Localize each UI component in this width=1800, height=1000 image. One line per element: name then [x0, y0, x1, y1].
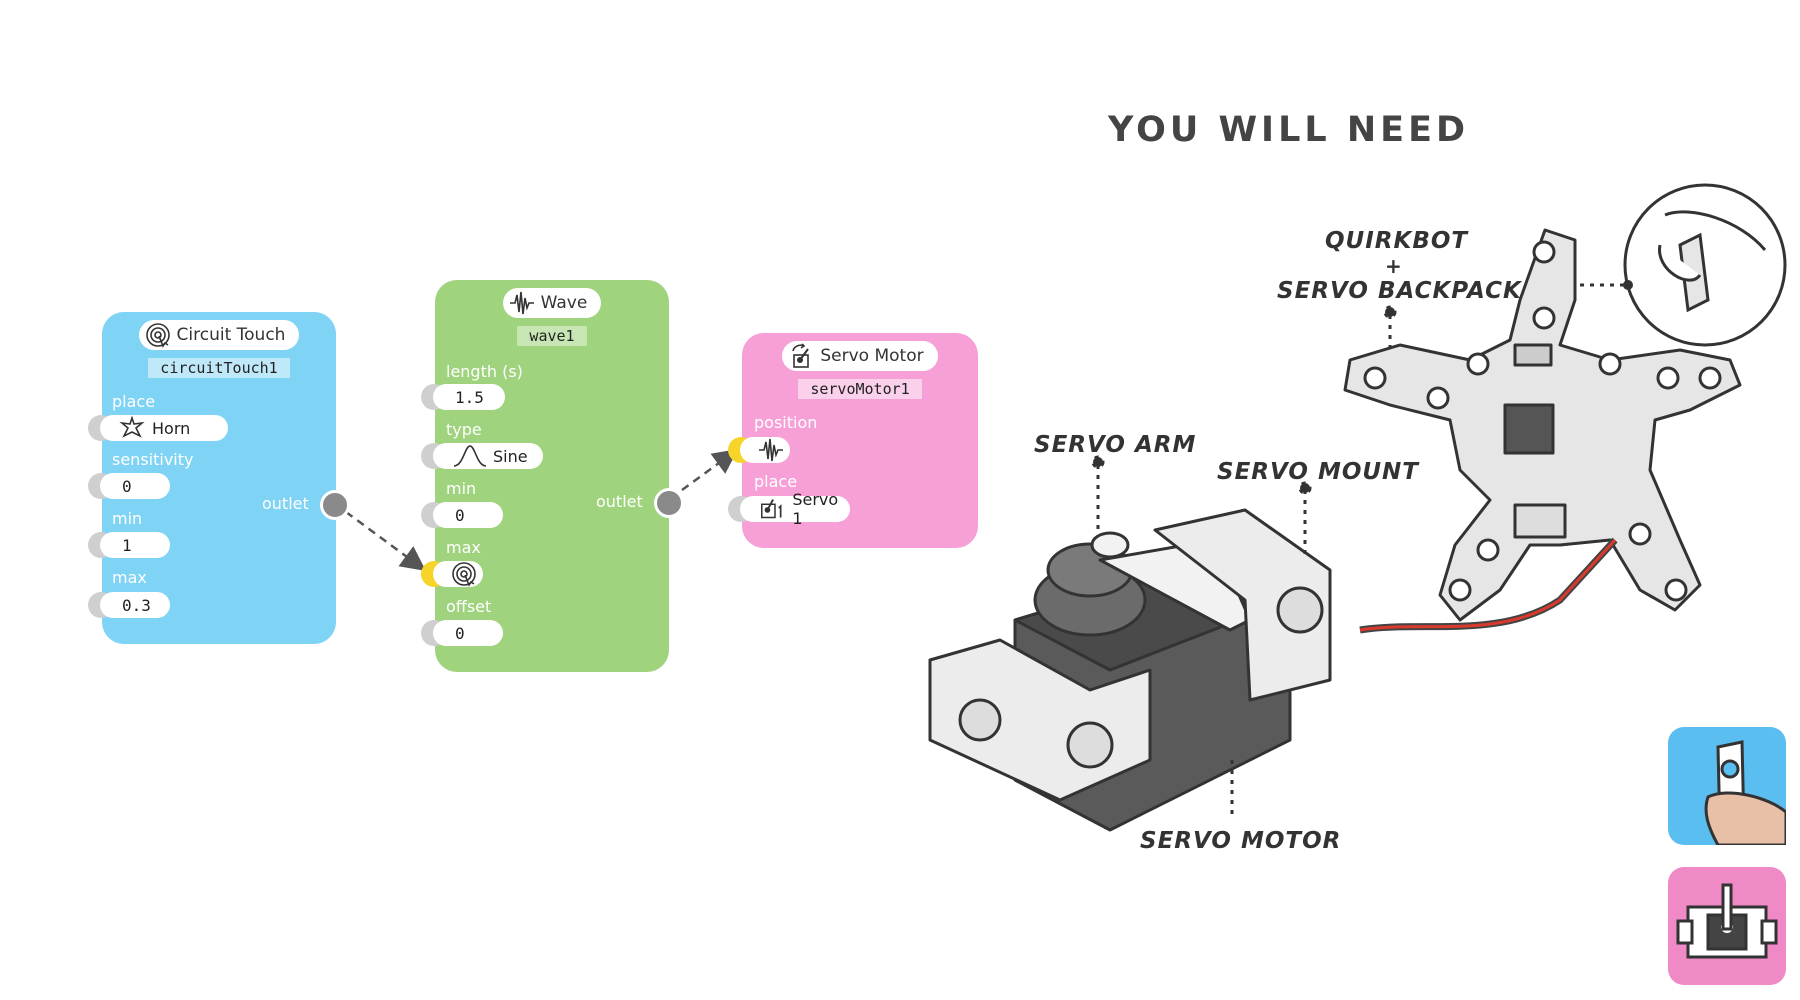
thumbnail-servo-mount[interactable]: [1668, 867, 1786, 985]
wave-max-field[interactable]: [433, 561, 483, 587]
touch-target-icon: [145, 323, 170, 348]
servo-id: servoMotor1: [798, 379, 922, 399]
ct-sensitivity-field[interactable]: 0: [100, 473, 170, 499]
servo-mount-icon: [1676, 883, 1778, 959]
callout-servo-motor: SERVO MOTOR: [1140, 828, 1342, 854]
wave-max-label: max: [446, 538, 481, 557]
callout-servo-backpack: SERVO BACKPACK: [1277, 278, 1522, 304]
wave-title: Wave: [540, 293, 588, 313]
zoom-detail: [1623, 183, 1787, 347]
wave-offset-field[interactable]: 0: [433, 620, 503, 646]
ct-min-field[interactable]: 1: [100, 532, 170, 558]
connection-wave-to-servo: [681, 449, 739, 492]
wave-min-label: min: [446, 479, 477, 498]
wave-length-value: 1.5: [455, 387, 484, 407]
wave-min-value: 0: [455, 505, 465, 525]
wave-min-field[interactable]: 0: [433, 502, 503, 528]
wave-offset-label: offset: [446, 597, 492, 616]
wave-icon: [509, 291, 534, 315]
callout-quirkbot: QUIRKBOT: [1325, 228, 1469, 254]
circuit-touch-id: circuitTouch1: [148, 358, 290, 378]
ct-max-value: 0.3: [122, 595, 151, 615]
wave-outlet-port[interactable]: [654, 488, 684, 518]
wave-type-value: Sine: [493, 446, 528, 466]
callout-servo-mount: SERVO MOUNT: [1217, 459, 1419, 485]
servo-slot-icon: [761, 499, 782, 519]
callout-servo-arm: SERVO ARM: [1034, 432, 1197, 458]
servo-place-field[interactable]: Servo 1: [740, 490, 850, 528]
ct-max-field[interactable]: 0.3: [100, 592, 170, 618]
circuit-touch-title: Circuit Touch: [176, 325, 286, 345]
callout-leaders: [1091, 305, 1397, 820]
circuit-touch-title-pill: Circuit Touch: [138, 320, 300, 350]
servo-wire: [1359, 537, 1618, 634]
ct-outlet-label: outlet: [262, 494, 309, 513]
callout-plus: +: [1385, 254, 1403, 278]
ct-sensitivity-value: 0: [122, 476, 132, 496]
servo-motor-icon: [792, 343, 810, 368]
servo-place-label: place: [754, 472, 798, 491]
hand-holding-board-icon: [1704, 740, 1788, 847]
wave-title-pill: Wave: [502, 288, 602, 318]
wave-offset-value: 0: [455, 623, 465, 643]
servo-position-field[interactable]: [740, 437, 790, 463]
wave-length-field[interactable]: 1.5: [433, 384, 505, 410]
wave-type-field[interactable]: Sine: [433, 443, 543, 469]
servo-title: Servo Motor: [820, 346, 924, 366]
ct-place-value: Horn: [152, 418, 191, 438]
ct-min-label: min: [112, 509, 143, 528]
wave-id: wave1: [517, 326, 587, 346]
you-will-need-heading: YOU WILL NEED: [1108, 110, 1470, 150]
wave-node[interactable]: Wave wave1: [435, 280, 669, 672]
wave-outlet-label: outlet: [596, 492, 643, 511]
ct-max-label: max: [112, 568, 147, 587]
touch-target-icon: [452, 562, 476, 587]
ct-place-field[interactable]: Horn: [100, 415, 228, 441]
servo-place-value: Servo 1: [792, 490, 839, 528]
sine-curve-icon: [453, 445, 487, 467]
servo-position-label: position: [754, 413, 818, 432]
thumbnail-quirkbot-hand[interactable]: [1668, 727, 1788, 847]
connection-touch-to-wave: [345, 510, 427, 571]
ct-min-value: 1: [122, 535, 132, 555]
ct-sensitivity-label: sensitivity: [112, 450, 194, 469]
circuit-touch-node[interactable]: Circuit Touch circuitTouch1: [102, 312, 336, 644]
ct-outlet-port[interactable]: [320, 490, 350, 520]
servo-assembly: [928, 508, 1332, 832]
wave-icon: [759, 438, 783, 462]
horn-icon: [119, 415, 145, 438]
ct-place-label: place: [112, 392, 156, 411]
wave-type-label: type: [446, 420, 482, 439]
servo-title-pill: Servo Motor: [782, 341, 938, 371]
wave-length-label: length (s): [446, 362, 523, 381]
